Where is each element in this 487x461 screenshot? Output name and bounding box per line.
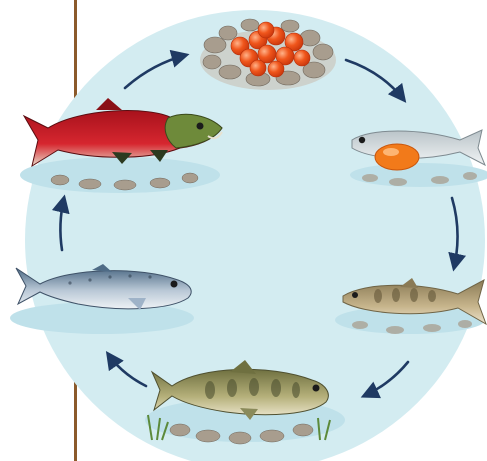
yolk-highlight (383, 148, 399, 156)
smolt-eye (171, 281, 178, 288)
alevin-eye (359, 137, 365, 143)
fry-eye (352, 292, 358, 298)
yolk-sac (375, 144, 419, 170)
parr-eye (313, 385, 320, 392)
spawner-eye (197, 123, 204, 130)
